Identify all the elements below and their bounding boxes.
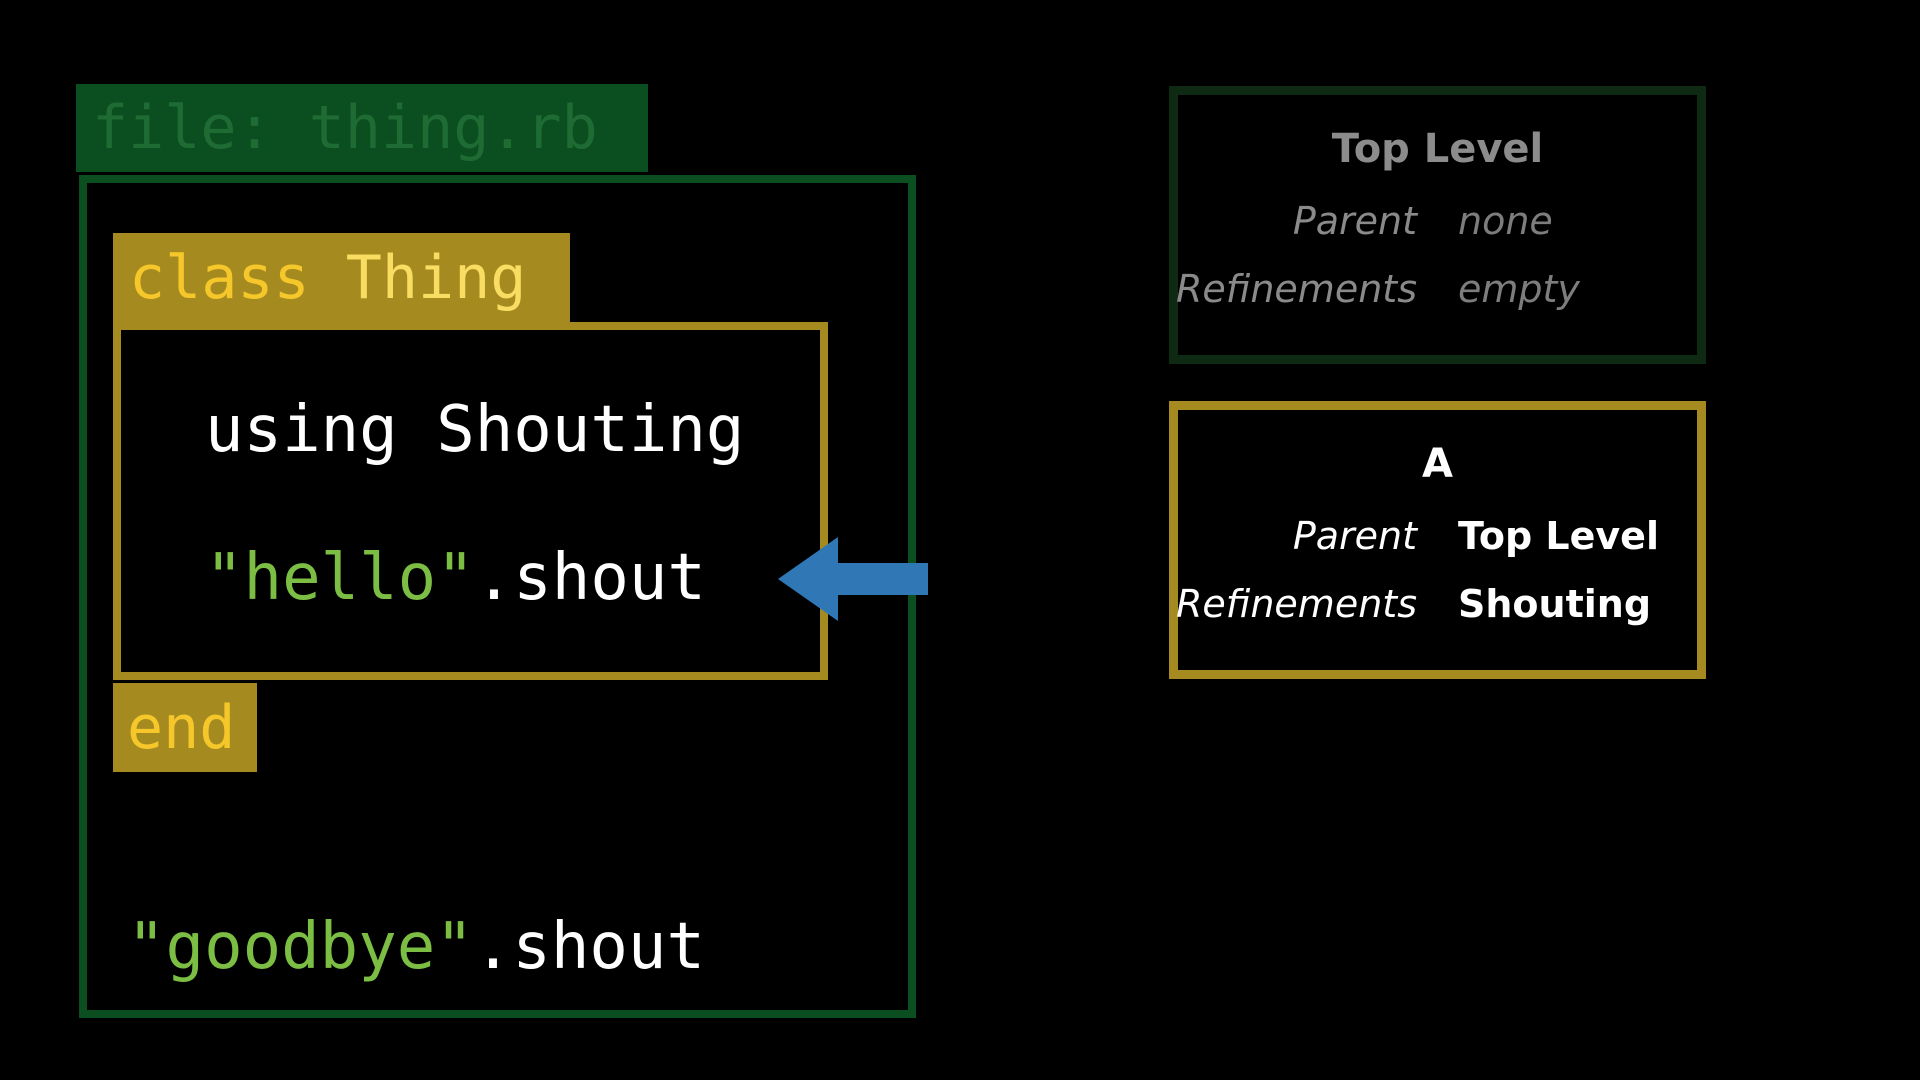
goodbye-string-literal: "goodbye" <box>127 910 474 984</box>
using-statement: using Shouting <box>205 398 744 462</box>
scope-refinements-row: Refinements empty <box>1176 267 1697 311</box>
goodbye-method-call: .shout <box>473 910 705 984</box>
scope-refinements-label: Refinements <box>1176 267 1417 311</box>
scope-parent-value: Top Level <box>1458 514 1659 558</box>
end-keyword-label: end <box>113 683 257 772</box>
scope-parent-label: Parent <box>1292 199 1417 243</box>
class-name: Thing <box>345 243 527 313</box>
scope-title: Top Level <box>1331 126 1544 172</box>
hello-shout-call: "hello".shout <box>205 546 706 610</box>
scope-refinements-row: Refinements Shouting <box>1176 582 1697 626</box>
left-arrow-icon <box>778 537 928 621</box>
class-body-frame <box>113 322 828 680</box>
scope-parent-row: Parent none <box>1178 199 1697 243</box>
class-declaration: class Thing <box>113 233 570 323</box>
goodbye-shout-call: "goodbye".shout <box>127 915 705 979</box>
end-keyword: end <box>127 692 236 763</box>
file-name-label: file: thing.rb <box>92 93 598 163</box>
scope-refinements-value: empty <box>1458 267 1580 311</box>
scope-refinements-value: Shouting <box>1458 582 1652 626</box>
top-level-scope-box: Top Level Parent none Refinements empty <box>1169 86 1706 364</box>
class-keyword: class <box>129 243 310 313</box>
scope-refinements-label: Refinements <box>1176 582 1417 626</box>
scope-a-box: A Parent Top Level Refinements Shouting <box>1169 401 1706 679</box>
file-frame <box>79 175 916 1018</box>
hello-string-literal: "hello" <box>205 541 475 615</box>
hello-method-call: .shout <box>474 541 706 615</box>
scope-title: A <box>1422 441 1453 487</box>
scope-parent-value: none <box>1458 199 1553 243</box>
using-statement-text: using Shouting <box>205 393 745 467</box>
scope-parent-label: Parent <box>1292 514 1417 558</box>
scope-parent-row: Parent Top Level <box>1178 514 1697 558</box>
file-name-tab: file: thing.rb <box>76 84 648 172</box>
